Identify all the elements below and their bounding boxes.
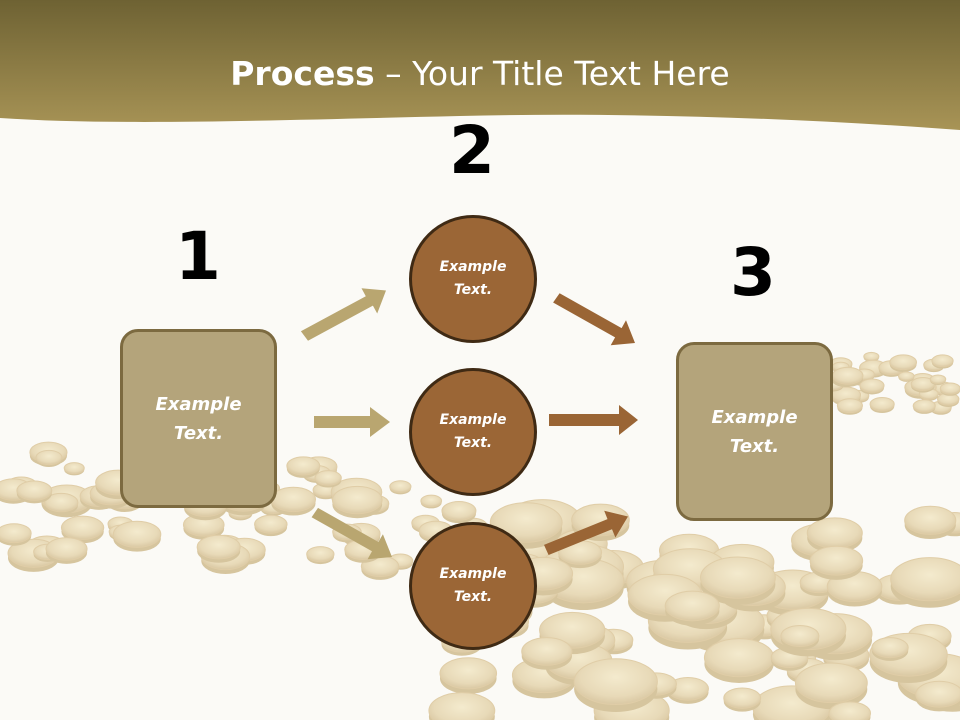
coin-icon [664,590,720,626]
coin-icon [929,374,947,385]
circle-middle: Example Text. [409,368,537,496]
coin-icon [780,625,820,650]
arrow-right-icon [553,293,635,346]
title-rest: – Your Title Text Here [374,54,730,93]
coin-icon [270,486,317,516]
coin-icon [441,500,477,524]
arrow-right-icon [300,288,386,341]
circle-text: Example Text. [439,412,507,451]
coin-icon [939,382,960,396]
coin-icon [182,513,225,540]
coin-icon [809,545,864,580]
step-1-box: Example Text. [120,329,277,508]
step-1-text: Example Text. [155,393,242,444]
step-number-2: 2 [449,112,495,189]
coin-icon [831,366,864,387]
coin-icon [806,517,863,554]
coin-icon [112,520,162,552]
arrow-right-icon [314,407,390,437]
coin-icon [439,657,498,694]
coin-icon [521,637,573,670]
slide-title: Process – Your Title Text Here [0,52,960,96]
coin-icon [573,658,658,712]
arrow-right-icon [311,507,392,560]
header-band [0,0,960,130]
title-strong: Process [230,54,375,93]
coin-icon [331,485,383,519]
coin-icon [0,523,32,546]
coin-icon [889,354,918,373]
coin-icon [910,377,936,393]
coin-icon [389,480,412,495]
coin-icon [196,534,241,563]
step-number-3: 3 [730,234,776,311]
coin-icon [918,388,939,401]
coin-icon [35,449,63,467]
circle-bottom: Example Text. [409,522,537,650]
coin-icon [44,492,79,515]
coin-icon [931,354,954,369]
coin-icon [286,456,321,478]
coin-icon [915,680,960,712]
coin-icon [420,494,443,509]
coin-icon [904,505,957,540]
coin-icon [794,662,868,710]
coin-icon [63,462,85,476]
circle-text: Example Text. [439,566,507,605]
coin-icon [60,515,105,544]
coin-icon [897,371,915,382]
coin-icon [871,637,909,661]
coin-icon [254,514,288,537]
step-3-box: Example Text. [676,342,833,521]
coin-icon [890,557,960,608]
step-3-text: Example Text. [711,406,798,457]
step-number-1: 1 [175,218,221,295]
coin-icon [306,546,335,565]
coin-icon [428,692,496,720]
coin-icon [828,701,872,720]
coin-icon [16,480,53,504]
coin-icon [723,687,762,712]
circle-text: Example Text. [439,259,507,298]
coin-icon [699,556,776,605]
coin-icon [912,399,936,414]
circle-step-2: Example Text. [409,215,537,343]
coin-icon [45,537,88,564]
coin-icon [869,397,895,414]
arrow-right-icon [544,510,628,555]
arrow-right-icon [549,405,638,435]
coin-icon [314,470,342,488]
coin-icon [836,398,863,415]
coin-icon [703,638,775,683]
coin-icon [666,676,709,704]
coin-icon [859,378,885,395]
